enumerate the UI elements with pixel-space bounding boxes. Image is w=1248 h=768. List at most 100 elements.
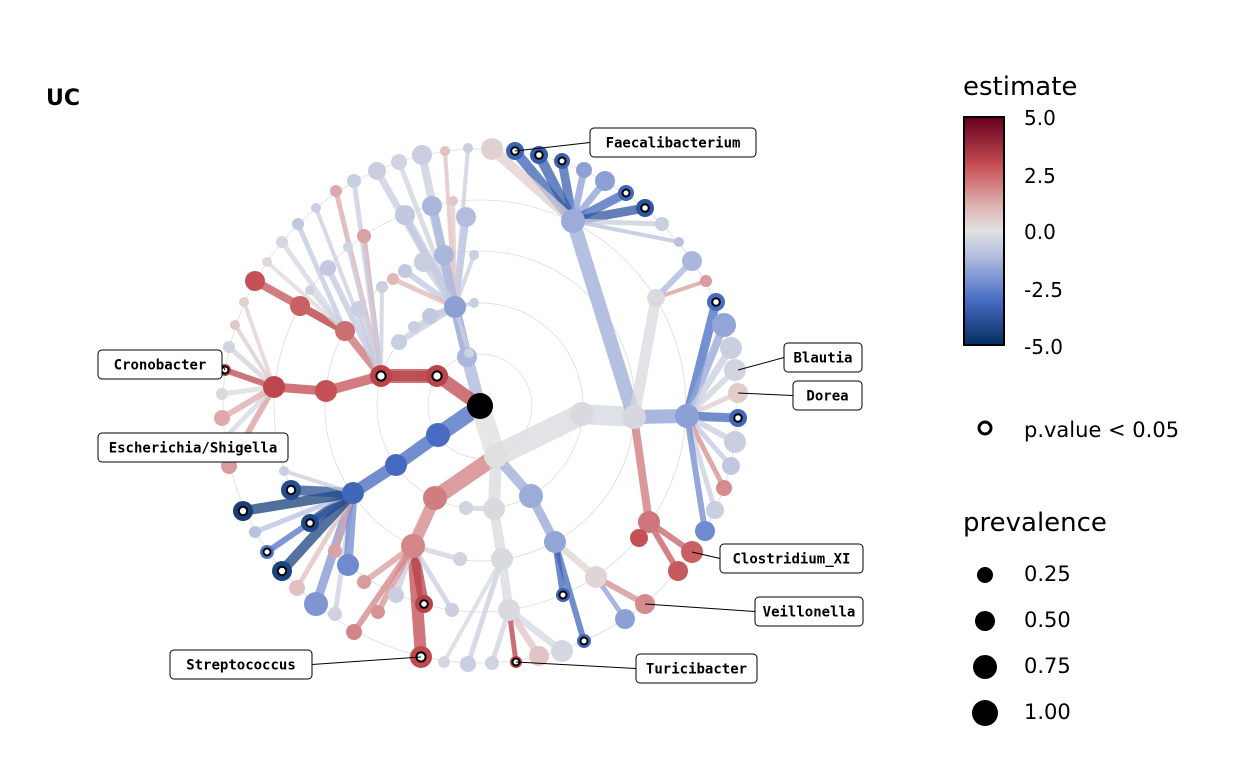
taxon-node — [292, 218, 304, 230]
taxon-node — [576, 162, 592, 178]
significance-marker — [558, 590, 568, 600]
taxon-node — [595, 171, 615, 191]
taxon-node — [469, 250, 479, 260]
significance-marker — [276, 565, 288, 577]
taxon-node — [320, 260, 336, 276]
estimate-tick-label: 0.0 — [1024, 220, 1056, 244]
taxon-node — [668, 561, 688, 581]
tree-edge — [571, 219, 681, 244]
label-text-veillonella: Veillonella — [763, 605, 856, 621]
tree-edge — [465, 556, 505, 667]
label-box-escherichia — [97, 432, 289, 463]
estimate-tick-label: 2.5 — [1024, 164, 1056, 188]
taxon-node — [371, 605, 385, 619]
taxon-node — [712, 313, 736, 337]
taxon-node — [491, 548, 513, 570]
taxon-node — [434, 245, 454, 265]
taxon-node — [706, 501, 724, 519]
estimate-tick-label: -2.5 — [1024, 278, 1064, 302]
taxon-node — [263, 376, 285, 398]
taxon-node — [570, 402, 594, 426]
taxon-node — [724, 431, 746, 453]
tree-edge — [343, 488, 358, 570]
taxon-node — [423, 486, 447, 510]
tree-edge — [351, 543, 416, 635]
taxon-node — [551, 640, 573, 662]
leader-line-turicibacter — [515, 661, 637, 669]
leader-line-veillonella — [644, 603, 756, 612]
label-text-faecalibacterium: Faecalibacterium — [606, 136, 741, 152]
taxon-node — [401, 534, 425, 558]
taxon-node — [315, 380, 337, 402]
taxon-node — [414, 252, 434, 272]
taxon-node — [311, 203, 321, 213]
tree-edge — [242, 300, 276, 389]
taxon-node — [456, 207, 476, 227]
tree-edge — [351, 178, 384, 379]
prevalence-key-075 — [973, 655, 997, 679]
significance-marker — [711, 297, 721, 307]
label-box-cronobacter — [97, 349, 223, 380]
taxon-node — [700, 275, 712, 287]
taxon-node — [305, 285, 315, 295]
tree-edge — [628, 292, 662, 423]
panel-title: UC — [46, 86, 81, 111]
leader-line-blautia — [737, 357, 785, 371]
taxon-node — [481, 138, 503, 160]
taxon-node — [422, 196, 442, 216]
taxon-node — [426, 423, 450, 447]
label-boxes: FaecalibacteriumBlautiaDoreaCronobacterE… — [97, 127, 864, 684]
taxon-node — [337, 554, 359, 576]
taxon-node — [245, 271, 265, 291]
tree-edge — [282, 469, 355, 495]
estimate-tick-label: -5.0 — [1024, 335, 1064, 359]
taxon-node — [519, 484, 543, 508]
taxon-node — [216, 388, 228, 400]
leader-line-dorea — [737, 392, 794, 396]
taxon-node — [412, 145, 432, 165]
taxon-node — [485, 656, 499, 670]
taxon-node — [387, 273, 399, 285]
taxon-node — [239, 297, 249, 307]
taxon-node — [422, 308, 438, 324]
tree-edge — [295, 221, 348, 334]
taxon-node — [630, 529, 648, 547]
significance-marker — [621, 188, 631, 198]
taxon-node — [724, 359, 746, 381]
taxon-node — [290, 296, 310, 316]
taxon-node — [376, 281, 388, 293]
tree-edge — [410, 543, 455, 613]
taxon-node — [675, 404, 699, 428]
significance-marker — [262, 547, 272, 557]
taxon-node — [453, 552, 467, 566]
taxon-node — [682, 251, 702, 271]
prevalence-legend-title: prevalence — [963, 508, 1107, 538]
taxon-node — [335, 321, 355, 341]
taxon-node — [498, 599, 520, 621]
taxon-node — [398, 264, 412, 278]
taxon-node — [214, 410, 230, 426]
taxon-node — [304, 592, 328, 616]
label-text-escherichia: Escherichia/Shigella — [109, 441, 278, 457]
taxon-node — [385, 454, 407, 476]
taxon-node — [289, 580, 305, 596]
taxon-node — [368, 162, 386, 180]
taxon-node — [342, 482, 364, 504]
significance-marker — [237, 505, 249, 517]
label-box-streptococcus — [169, 649, 313, 680]
taxon-node — [351, 301, 367, 317]
tree-edge — [265, 260, 347, 333]
taxon-node — [395, 205, 415, 225]
significance-marker — [733, 413, 743, 423]
label-text-turicibacter: Turicibacter — [646, 662, 747, 678]
significance-marker — [640, 203, 650, 213]
prevalence-tick-label: 0.50 — [1024, 608, 1071, 632]
taxon-node — [388, 587, 404, 603]
estimate-tick-label: 5.0 — [1024, 106, 1056, 130]
taxon-node — [391, 154, 407, 170]
taxon-node — [391, 334, 407, 350]
label-box-faecalibacterium — [589, 127, 757, 158]
significance-marker — [579, 636, 589, 646]
taxon-node — [544, 531, 566, 553]
